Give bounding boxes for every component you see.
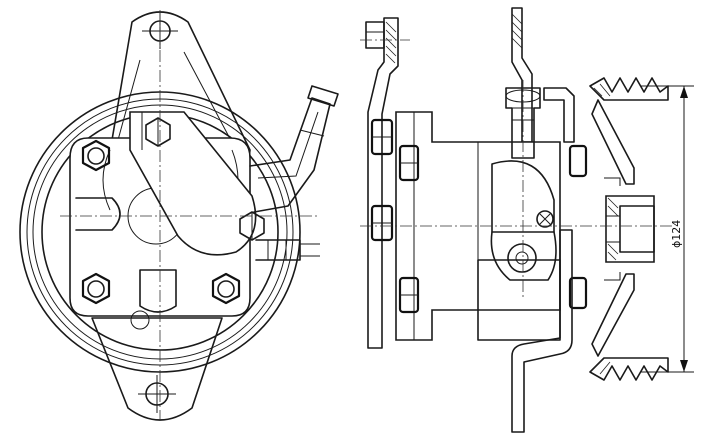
front-view-centerlines xyxy=(60,10,320,420)
housing-bolt-bottom-right xyxy=(211,272,241,305)
side-bolt-bottom xyxy=(398,276,420,314)
side-bolt-upper-inner xyxy=(398,144,420,182)
bracket-nut-right xyxy=(239,211,265,241)
right-stud-top xyxy=(568,144,588,178)
pulley-section xyxy=(589,77,669,381)
pulley-diameter-dimension: ϕ124 xyxy=(640,85,694,373)
outlet-fitting-front xyxy=(255,239,320,261)
pump-body-side xyxy=(395,111,561,341)
bracket-nut-upper xyxy=(145,117,171,147)
outlet-banjo-side xyxy=(507,210,554,273)
inlet-pipe-front xyxy=(249,85,339,213)
mounting-flange xyxy=(365,17,399,349)
lower-strap xyxy=(511,229,573,433)
upper-bent-strap xyxy=(543,87,575,143)
reservoir-plate xyxy=(129,111,257,256)
side-view-centerlines xyxy=(360,39,674,300)
front-view xyxy=(19,10,339,421)
side-bolt-mid xyxy=(370,204,394,242)
bottom-mounting-bracket xyxy=(91,317,223,421)
pulley-diameter-label: ϕ124 xyxy=(670,220,683,248)
side-bolt-top xyxy=(370,118,394,156)
right-stud-bottom xyxy=(568,276,588,310)
upper-strap xyxy=(511,7,533,143)
housing-bolt-top-left xyxy=(81,139,111,172)
housing-bolt-bottom-left xyxy=(81,272,111,305)
side-view: ϕ124 xyxy=(360,7,694,433)
